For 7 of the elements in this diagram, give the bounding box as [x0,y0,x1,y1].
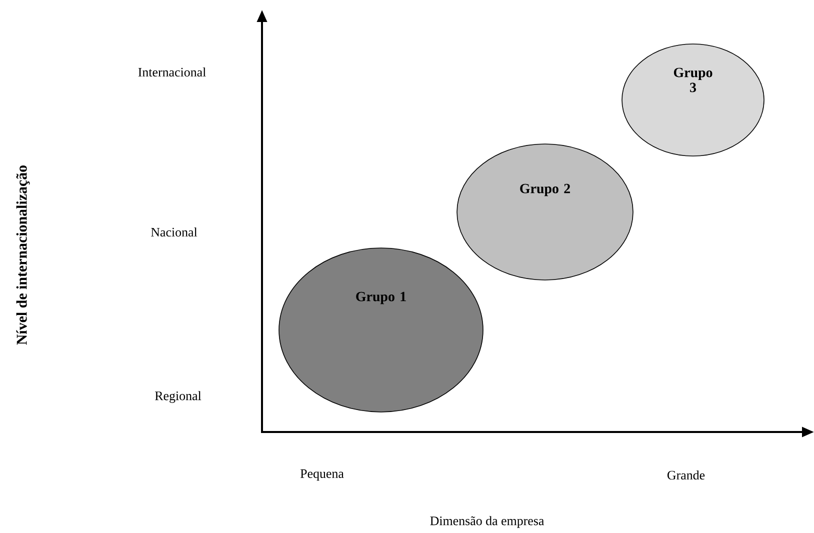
axis-title: Dimensão da empresa [430,516,544,528]
axis-label: Pequena [300,469,344,481]
axis-label: Internacional [138,67,206,77]
axis-label: Nacional [151,227,198,237]
axis-label: Grande [667,470,705,480]
axis-title: Nível de internacionalização [16,165,30,345]
axis-label: Regional [155,391,202,403]
